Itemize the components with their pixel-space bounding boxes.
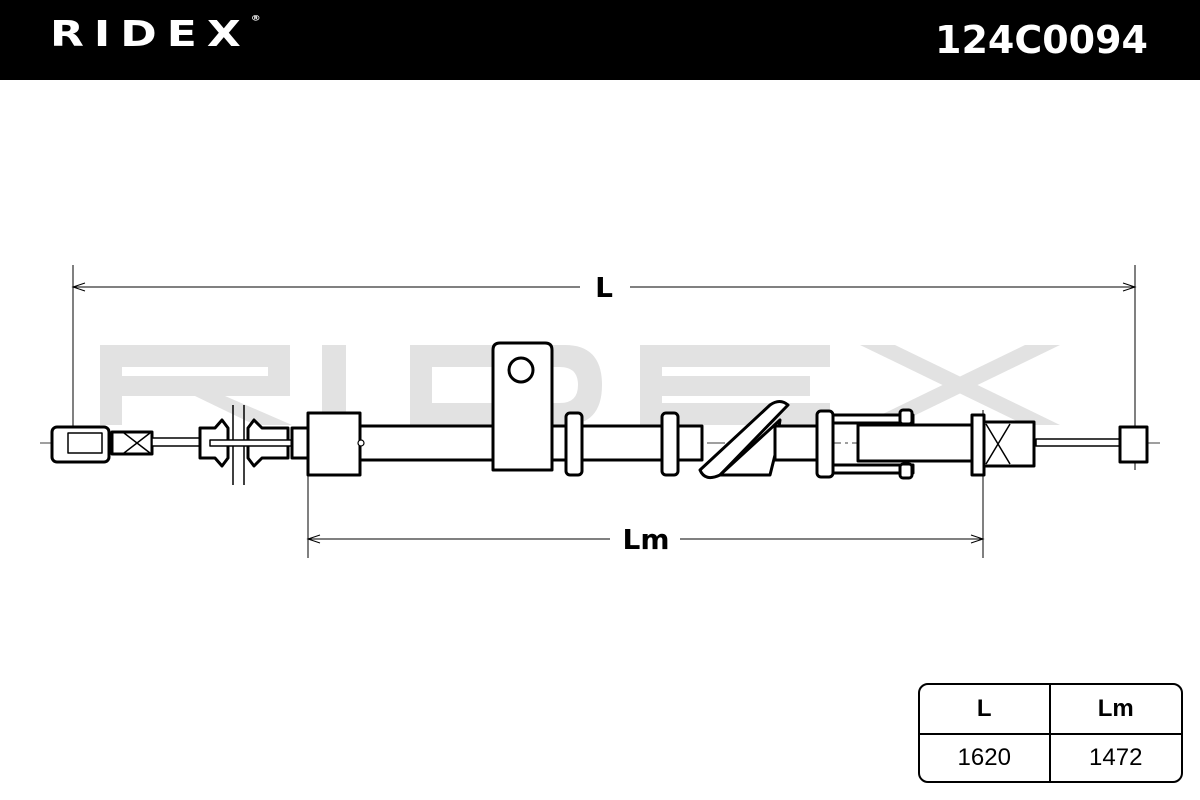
table-header-row: L Lm <box>920 685 1181 735</box>
table-row: 1620 1472 <box>920 734 1181 781</box>
header-Lm: Lm <box>1050 685 1181 735</box>
mounting-bracket <box>491 341 554 472</box>
cable-drawing: L Lm <box>40 265 1160 558</box>
part-number: 124C0094 <box>935 18 1148 62</box>
right-nipple <box>1118 425 1149 464</box>
dimensions-table: L Lm 1620 1472 <box>918 683 1183 783</box>
header-bar: RIDEX® 124C0094 <box>0 0 1200 80</box>
logo-text: RIDEX <box>50 14 251 55</box>
dim-label-Lm: Lm <box>622 523 669 556</box>
header-L: L <box>920 685 1051 735</box>
value-L: 1620 <box>920 734 1051 781</box>
sheath-collar <box>306 411 362 477</box>
brand-logo: RIDEX® <box>50 14 261 55</box>
watermark-logo <box>100 345 1060 425</box>
value-Lm: 1472 <box>1089 743 1143 771</box>
registered-mark: ® <box>250 14 261 23</box>
dim-label-L: L <box>595 271 613 304</box>
